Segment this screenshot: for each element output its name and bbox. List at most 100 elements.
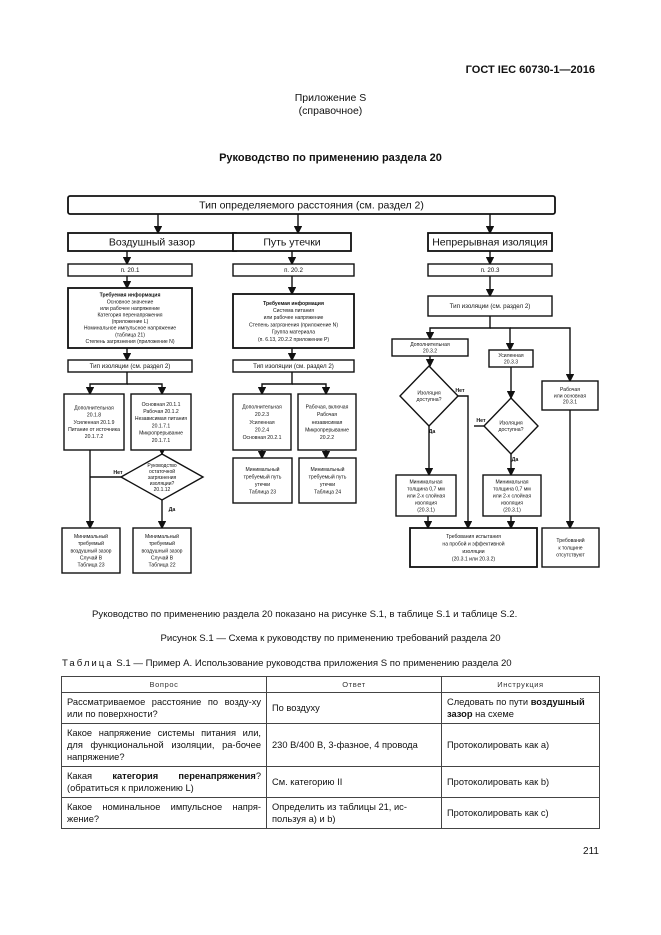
question-cell: Какое номинальное импульсное напря-жение… xyxy=(61,797,267,829)
appendix-note: (справочное) xyxy=(298,105,363,117)
flow-clause-left-text: п. 20.1 xyxy=(121,267,140,274)
flow-mid-out1-text: Минимальный xyxy=(245,466,279,473)
flow-left-out2-text: Минимальный xyxy=(145,533,179,540)
flow-mid-out2-frame xyxy=(298,457,357,504)
flow-mid-info-text: Система питания xyxy=(273,308,314,314)
flow-right-min2-text: (20.3.1) xyxy=(503,507,521,513)
flow-right-min2-text: толщина 0,7 мм xyxy=(493,486,531,492)
table-row: Рассматриваемое расстояние по возду-ху и… xyxy=(61,692,600,724)
flow-right-work-text: 20.3.1 xyxy=(563,399,577,405)
flow-right-reinf-text: 20.3.3 xyxy=(504,359,518,365)
flow-branch-left-text: Воздушный зазор xyxy=(109,237,195,249)
flow-right-dec1-text: Изоляция xyxy=(417,391,441,397)
flow-right-work-text: Рабочая xyxy=(560,387,580,393)
flow-mid-insul: Тип изоляции (см. раздел 2) xyxy=(232,359,355,373)
flow-left-a-text: 20.1.8 xyxy=(87,413,101,419)
flow-right-none-text: к толщине xyxy=(558,545,582,551)
flow-right-min1-text: изоляция xyxy=(415,500,437,506)
flow-mid-out1-text: требуемый путь xyxy=(244,473,282,480)
flow-left-b-text: Независимая питания xyxy=(135,416,187,422)
header-instruction: Инструкция xyxy=(441,676,600,693)
flow-mid-info-text: Группа материала xyxy=(272,330,315,336)
question-cell: Рассматриваемое расстояние по возду-ху и… xyxy=(61,692,267,724)
flow-right-none-frame xyxy=(541,527,600,568)
flow-right-work-text: или основная xyxy=(554,393,586,399)
flow-left-insul-frame xyxy=(67,359,193,373)
flow-right-min2-frame xyxy=(482,474,542,517)
answer-cell: По воздуху xyxy=(266,692,442,724)
flow-left-out2-text: воздушный зазор xyxy=(141,547,182,554)
flow-right-work-frame xyxy=(541,380,599,411)
flow-right-none-text: Требований xyxy=(556,537,584,544)
figure-caption: Рисунок S.1 — Схема к руководству по при… xyxy=(160,633,501,644)
header-answer: Ответ xyxy=(266,676,442,693)
flow-mid-a-text: Усиленная xyxy=(249,420,275,426)
flow-left-out1-text: Случай B xyxy=(80,554,103,561)
flow-right-no1-label: Нет xyxy=(455,388,465,394)
flow-note: Руководство по применению раздела 20 пок… xyxy=(92,609,518,620)
flow-right-req-text: (20.3.1 или 20.3.2) xyxy=(452,556,496,562)
flow-right-insul: Тип изоляции (см. раздел 2) xyxy=(427,295,553,317)
instruction-text: Следовать по пути xyxy=(447,697,531,707)
flow-left-out1-frame xyxy=(61,527,121,574)
table-row: Какое номинальное импульсное напря-жение… xyxy=(61,797,600,829)
answer-cell: Определить из таблицы 21, ис-пользуя а) … xyxy=(266,797,442,829)
flow-left-a-frame xyxy=(63,393,125,451)
flow-mid-info-text: (п. 6.13, 20.2.2 приложение Р) xyxy=(258,337,329,343)
flow-mid-split2 xyxy=(292,383,331,396)
flow-mid-b-text: независимая xyxy=(312,420,343,426)
flow-mid-info-text: Степень загрязнения (приложение N) xyxy=(249,322,338,328)
flow-right-no2-label: Нет xyxy=(476,418,486,424)
instruction-tail: на схеме xyxy=(472,709,514,719)
flow-left-info-text: Номинальное импульсное напряжение xyxy=(84,326,176,332)
flow-mid-b-text: Микропрерывание xyxy=(305,427,349,433)
flow-branch-mid-text: Путь утечки xyxy=(263,237,320,249)
table-caption-rest: S.1 — Пример А. Использование руководств… xyxy=(116,658,512,669)
flow-right-req-text: Требования испытания xyxy=(446,534,501,540)
page-number: 211 xyxy=(583,846,599,857)
flow-left-out1-text: воздушный зазор xyxy=(70,547,111,554)
flow-right-dec2-text: Изоляция xyxy=(499,421,523,427)
flow-top-box-frame xyxy=(67,195,556,215)
flow-mid-split xyxy=(257,372,293,396)
flow-mid-insul-text: Тип изоляции (см. раздел 2) xyxy=(253,363,334,370)
flow-left-info-text: (приложение L) xyxy=(112,319,149,325)
instruction-bold: воздушный зазор xyxy=(447,697,585,719)
question-tail: ? (обратиться к приложению L) xyxy=(67,771,261,793)
flow-right-min2-text: или 2-х слойная xyxy=(493,492,531,499)
flow-left-a-text: 20.1.7.2 xyxy=(85,434,104,440)
flow-right-min2-text: Минимальная xyxy=(495,479,528,485)
flow-left-info-text: Требуемая информация xyxy=(100,292,161,299)
flow-right-insul-text: Тип изоляции (см. раздел 2) xyxy=(450,303,531,310)
flow-branch-mid-frame xyxy=(232,232,352,252)
flow-left-out1-text: требуемый xyxy=(78,540,104,547)
flow-left-insul-text: Тип изоляции (см. раздел 2) xyxy=(90,363,171,370)
standard-code: ГОСТ IEC 60730-1—2016 xyxy=(465,64,595,76)
flow-left-b-text: 20.1.7.1 xyxy=(152,423,171,429)
flow-right-min1-text: (20.3.1) xyxy=(417,507,435,513)
flow-mid-insul-frame xyxy=(232,359,355,373)
flow-right-req-text: изоляции xyxy=(462,549,484,555)
flow-clause-right-text: п. 20.3 xyxy=(481,267,500,274)
appendix-title: Приложение S xyxy=(294,92,367,104)
flow-left-yes-label: Да xyxy=(169,507,176,513)
flow-left-decision: Руководствоостаточнойзагрязненияизоляции… xyxy=(119,453,205,501)
flow-mid-b-text: Рабочая, включая xyxy=(306,405,349,411)
flow-left-decision-text: 20.1.12 xyxy=(154,487,171,493)
flow-mid-b-text: Рабочая xyxy=(317,412,337,418)
flow-right-req-frame xyxy=(409,527,538,568)
question-cell: Какая категория перенапряжения? (обратит… xyxy=(61,766,267,798)
table-header-row: Вопрос Ответ Инструкция xyxy=(61,676,600,693)
flow-left-decision-text: остаточной xyxy=(149,468,175,475)
flow-left-a-text: Усиленная 20.1.9 xyxy=(74,420,115,426)
flow-right-split-l xyxy=(425,316,491,341)
flow-clause-left: п. 20.1 xyxy=(67,263,193,277)
flow-clause-right: п. 20.3 xyxy=(427,263,553,277)
flow-mid-a-text: 20.2.4 xyxy=(255,427,269,433)
flow-right-no1 xyxy=(458,395,473,530)
